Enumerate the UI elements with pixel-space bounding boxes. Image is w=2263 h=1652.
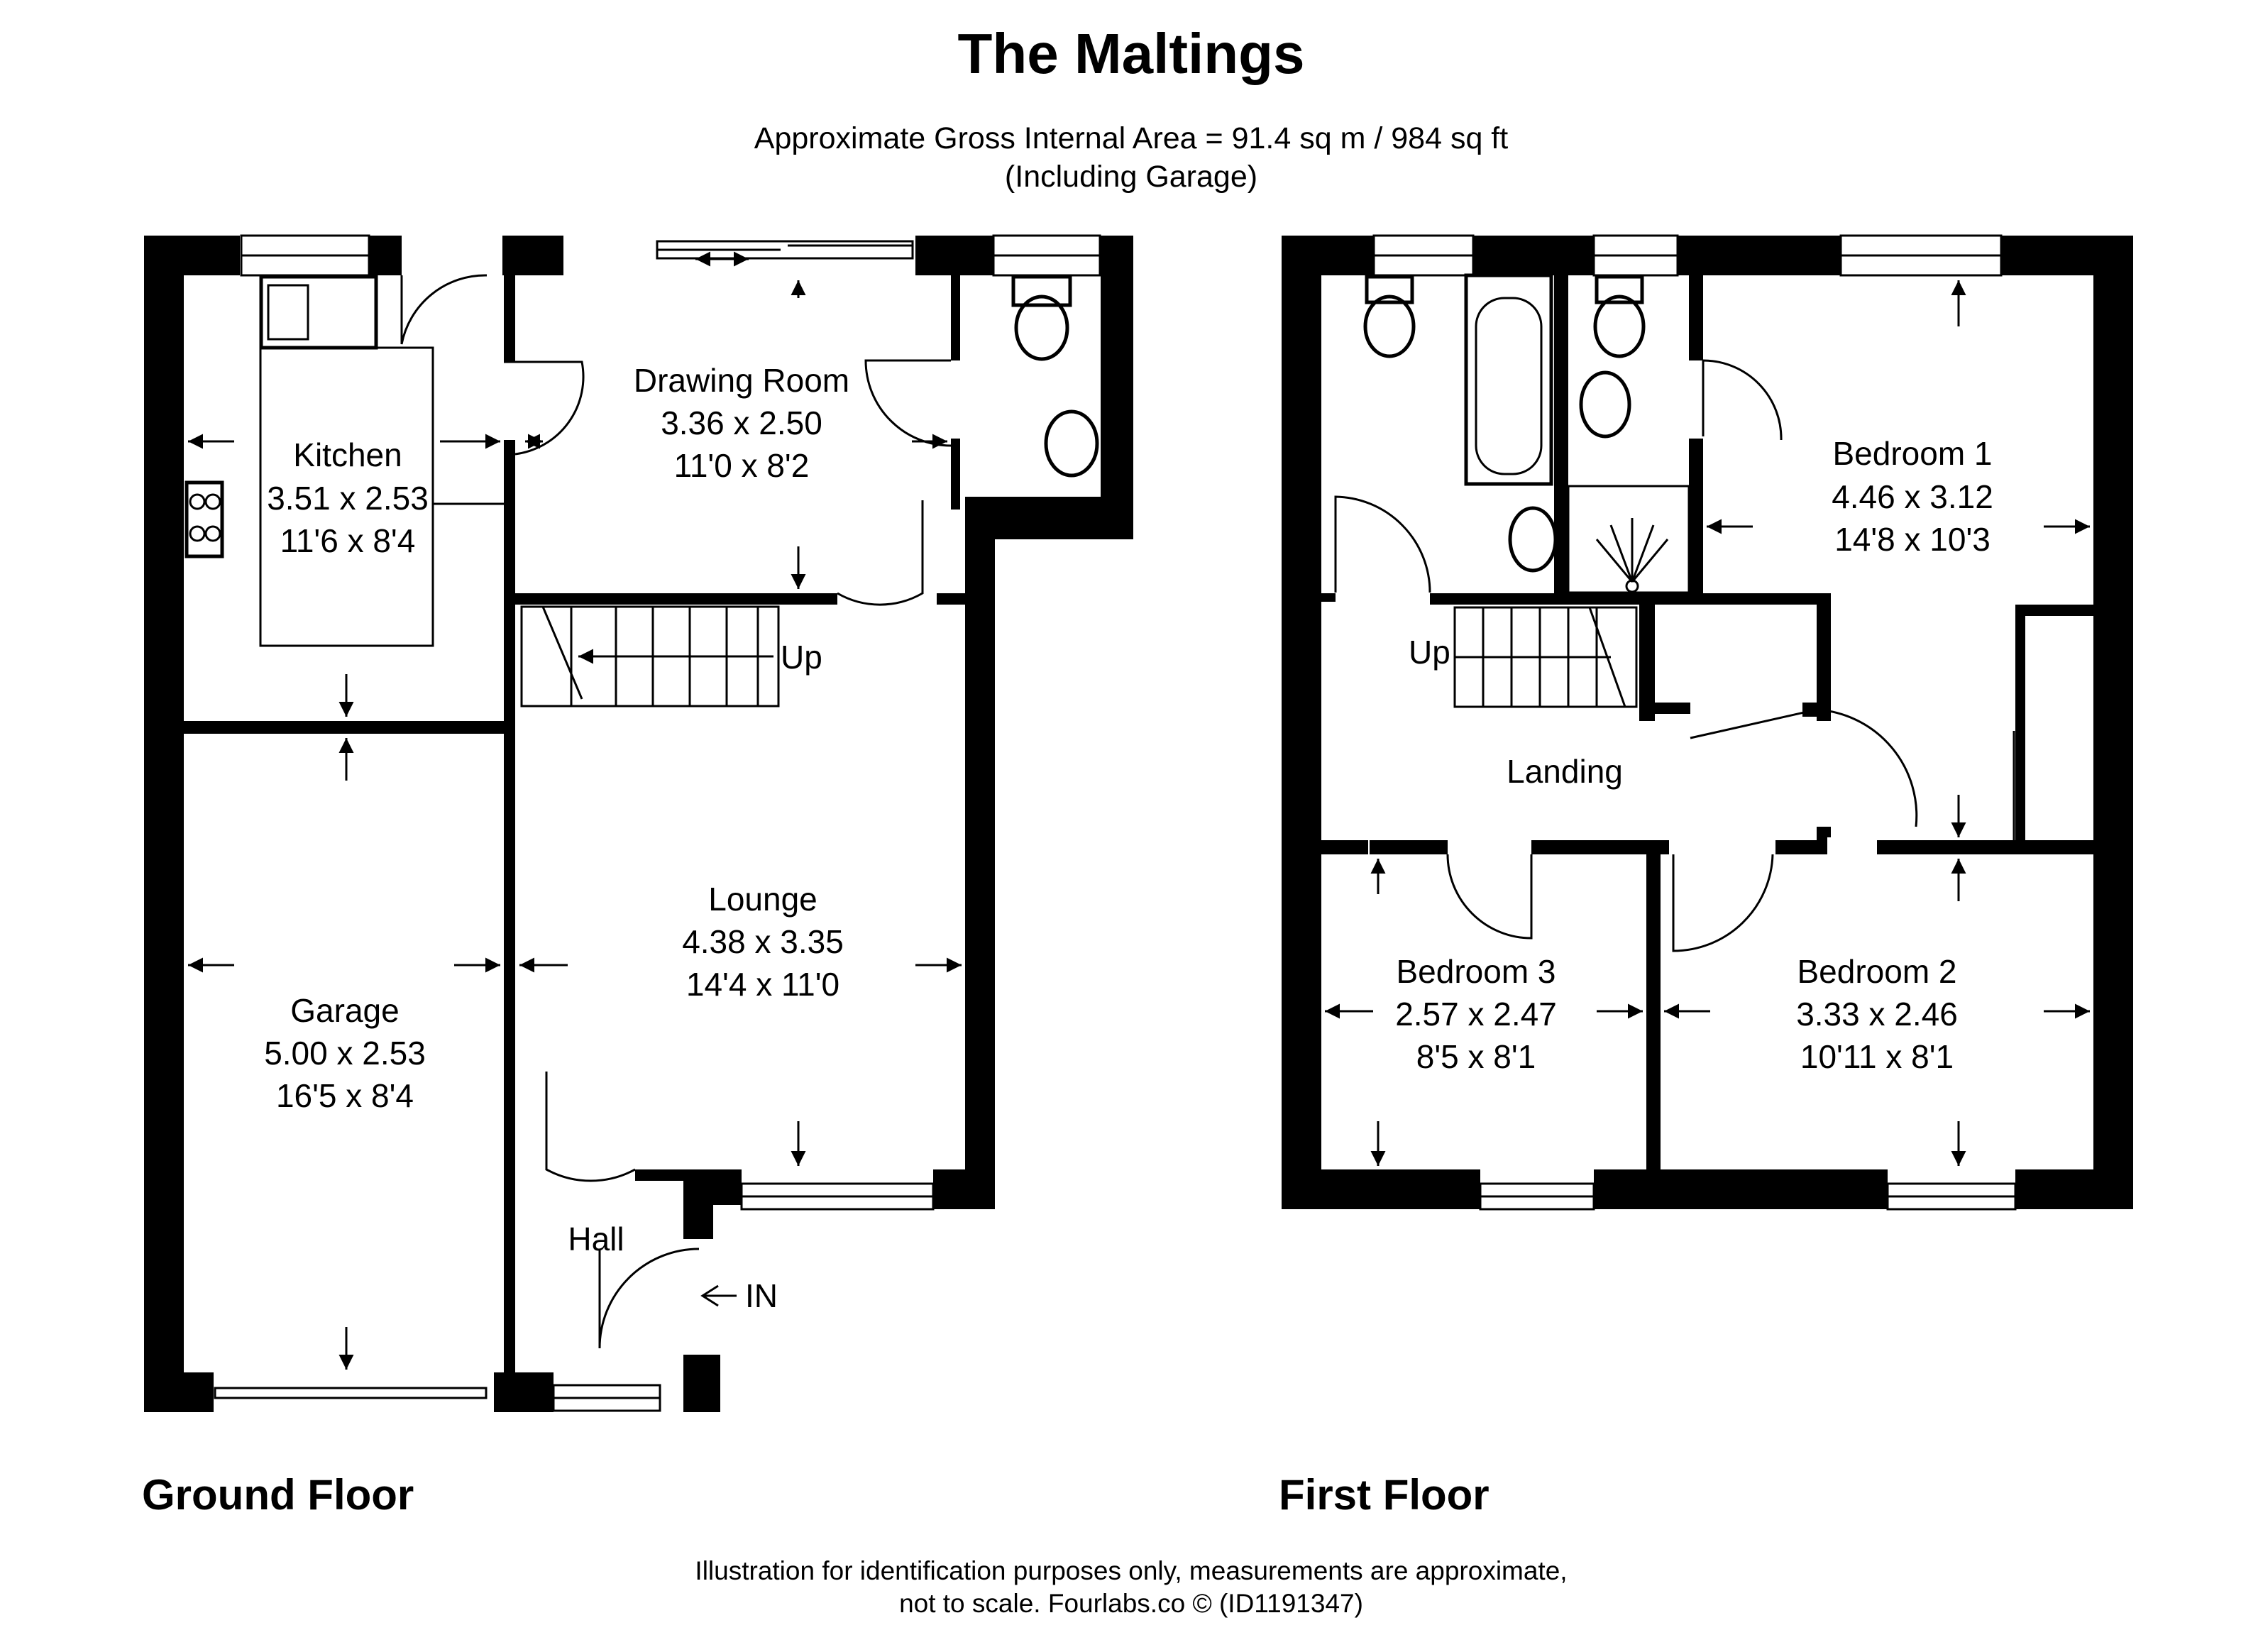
dimension-arrows <box>1325 280 2090 1166</box>
first-floor-plan: Up Bedroom 1 4.46 x 3.12 14'8 x 10'3 Lan… <box>1279 234 2133 1519</box>
room-metric: 4.46 x 3.12 <box>1832 478 1993 515</box>
room-imperial: 14'4 x 11'0 <box>686 966 839 1003</box>
door-swing <box>545 1072 636 1182</box>
area-line: Approximate Gross Internal Area = 91.4 s… <box>754 121 1508 155</box>
door-swing <box>837 500 924 606</box>
room-bedroom-3: Bedroom 3 2.57 x 2.47 8'5 x 8'1 <box>1395 953 1557 1075</box>
staircase <box>520 605 780 707</box>
room-garage: Garage 5.00 x 2.53 16'5 x 8'4 <box>264 992 426 1114</box>
room-metric: 3.33 x 2.46 <box>1796 996 1958 1032</box>
room-bedroom-2: Bedroom 2 3.33 x 2.46 10'11 x 8'1 <box>1796 953 1958 1075</box>
room-name: Drawing Room <box>634 362 849 399</box>
staircase <box>1453 606 1638 708</box>
room-imperial: 10'11 x 8'1 <box>1800 1038 1954 1075</box>
room-hall: Hall <box>568 1221 624 1257</box>
door-swing <box>1672 854 1774 952</box>
room-name: Garage <box>290 992 399 1029</box>
garage-door <box>214 1387 488 1399</box>
entrance-label: IN <box>745 1277 778 1314</box>
disclaimer-line-1: Illustration for identification purposes… <box>695 1556 1567 1585</box>
sink-icon <box>259 275 378 350</box>
room-kitchen: Kitchen 3.51 x 2.53 11'6 x 8'4 <box>267 436 429 559</box>
dimension-arrows <box>188 251 962 1370</box>
toilet-icon <box>1595 275 1644 304</box>
room-imperial: 14'8 x 10'3 <box>1834 521 1991 558</box>
toilet-icon <box>1011 275 1072 307</box>
ground-floor-plan: Up IN Kitchen 3.51 x 2.53 11'6 x 8' <box>142 234 1133 1519</box>
room-name: Bedroom 3 <box>1396 953 1556 990</box>
door-swing <box>1702 359 1783 441</box>
stairs-up-label: Up <box>781 639 822 676</box>
room-lounge: Lounge 4.38 x 3.35 14'4 x 11'0 <box>682 881 844 1003</box>
disclaimer-line-2: not to scale. Fourlabs.co © (ID1191347) <box>899 1589 1363 1618</box>
plan-title: The Maltings <box>958 22 1305 85</box>
room-landing: Landing <box>1507 753 1623 790</box>
room-drawing-room: Drawing Room 3.36 x 2.50 11'0 x 8'2 <box>634 362 849 484</box>
hob-icon <box>185 480 224 558</box>
room-metric: 2.57 x 2.47 <box>1395 996 1557 1032</box>
shower-icon <box>1567 485 1690 594</box>
kitchen-island <box>259 346 434 647</box>
basin-icon <box>1579 370 1631 439</box>
room-metric: 3.36 x 2.50 <box>661 404 822 441</box>
room-imperial: 8'5 x 8'1 <box>1416 1038 1536 1075</box>
room-name: Bedroom 1 <box>1832 435 1992 472</box>
door-swing <box>400 274 488 345</box>
entrance-arrow-icon <box>700 1284 737 1307</box>
door-swing <box>1446 854 1533 940</box>
door-swing <box>1334 495 1431 593</box>
first-floor-label: First Floor <box>1279 1471 1490 1519</box>
room-name: Lounge <box>708 881 817 918</box>
door-swing <box>864 359 952 447</box>
door-swing <box>504 360 585 456</box>
room-imperial: 11'6 x 8'4 <box>280 522 416 559</box>
toilet-icon <box>1365 275 1414 304</box>
basin-icon <box>1044 409 1099 478</box>
door-swing <box>1690 708 1918 827</box>
room-metric: 5.00 x 2.53 <box>264 1035 426 1072</box>
area-note: (Including Garage) <box>1005 160 1257 194</box>
room-metric: 4.38 x 3.35 <box>682 923 844 960</box>
stairs-up-label: Up <box>1409 634 1450 671</box>
room-metric: 3.51 x 2.53 <box>267 480 429 517</box>
ground-floor-label: Ground Floor <box>142 1471 414 1519</box>
room-name: Bedroom 2 <box>1797 953 1956 990</box>
room-name: Kitchen <box>293 436 402 473</box>
bath-icon <box>1464 273 1553 486</box>
room-imperial: 16'5 x 8'4 <box>276 1077 414 1114</box>
door-swing <box>598 1248 700 1349</box>
room-bedroom-1: Bedroom 1 4.46 x 3.12 14'8 x 10'3 <box>1832 435 1993 558</box>
room-imperial: 11'0 x 8'2 <box>674 447 810 484</box>
basin-icon <box>1508 506 1558 573</box>
